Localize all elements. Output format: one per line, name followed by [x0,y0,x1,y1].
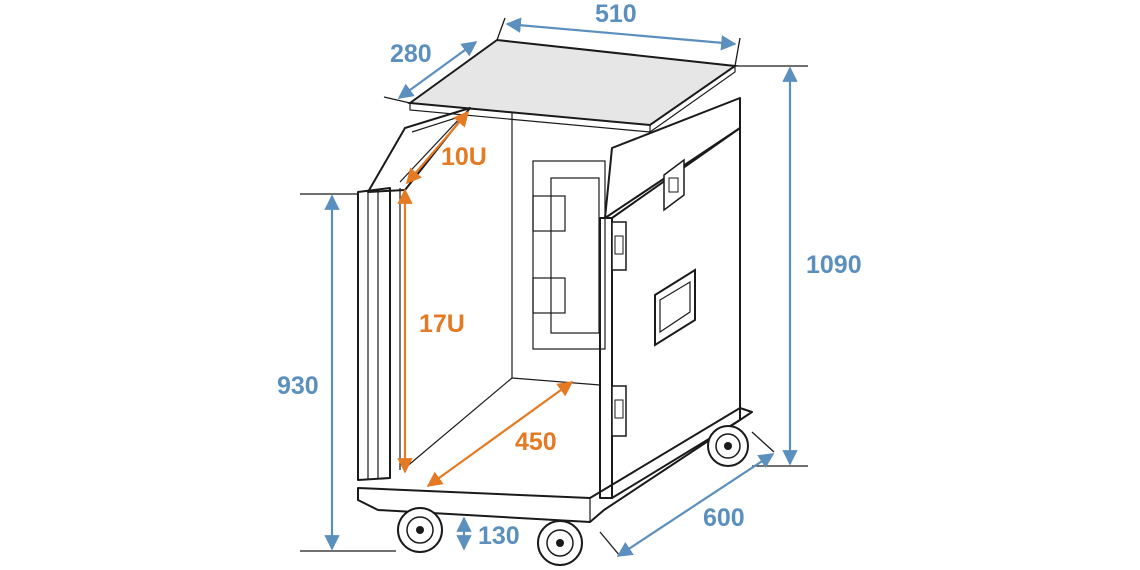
label-front-rack: 17U [419,310,465,338]
latch-lower [611,385,627,437]
label-lid-depth: 280 [390,40,432,68]
wheel-rear-right [707,425,749,467]
label-inner-depth: 450 [515,428,557,456]
label-outer-width: 510 [595,0,637,28]
latch-upper [611,221,627,271]
label-total-height: 1090 [806,251,862,279]
orange-dimensions [397,110,574,487]
wheel-front-left [397,507,443,553]
dim-line-top-rack [405,110,470,185]
dim-line-width [505,17,737,51]
case-body [357,38,753,566]
label-front-height: 930 [277,372,319,400]
dim-line-outer-depth [616,453,775,557]
case-right-front-edge [599,217,613,499]
case-base [357,407,753,523]
extension-lines [300,17,808,557]
label-top-rack: 10U [441,143,487,171]
dim-line-lid-depth [397,41,478,99]
latch-top-right [663,158,685,212]
rear-rack-plate [532,160,606,350]
front-left-rail [357,187,391,481]
side-handle [654,268,696,347]
blue-dimensions [324,17,798,557]
dim-line-inner-depth [426,381,574,487]
label-outer-depth: 600 [703,504,745,532]
wheel-front-right [537,520,583,566]
label-wheel-height: 130 [478,522,520,550]
